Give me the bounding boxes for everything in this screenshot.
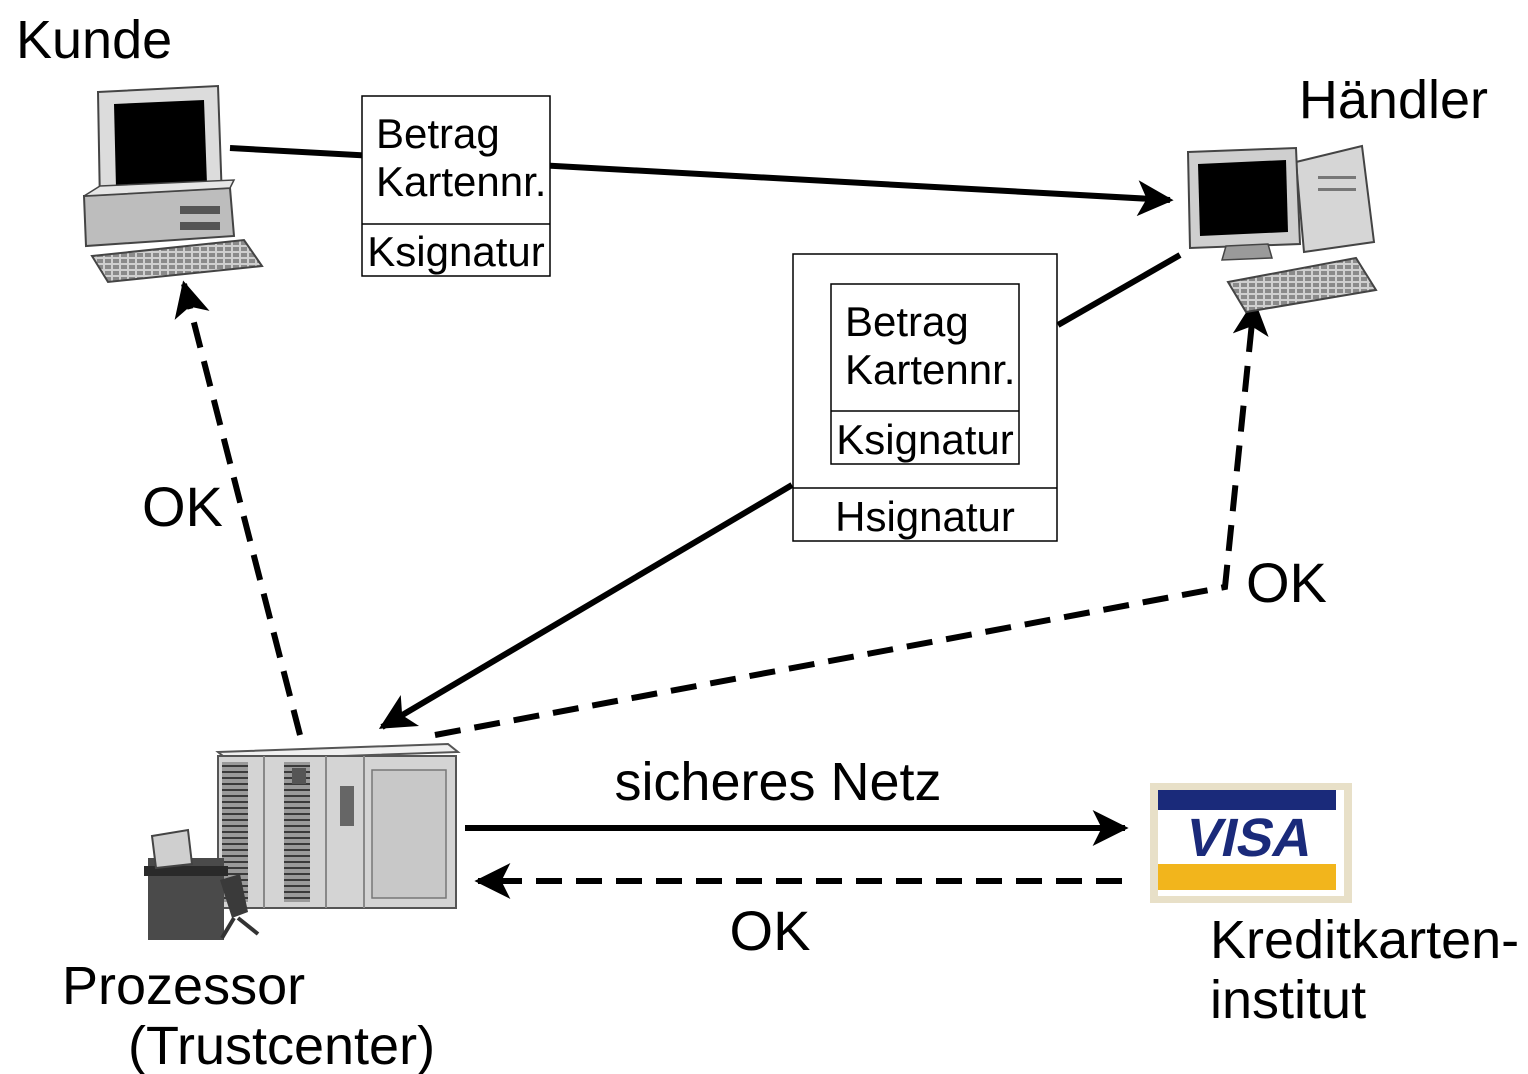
merchant-to-box-line <box>1056 252 1182 328</box>
visa-card-icon: VISA <box>1150 783 1352 903</box>
customer-label: Kunde <box>16 10 172 70</box>
merchant-computer-icon <box>1186 144 1378 314</box>
merchant-msg-amount: Betrag <box>845 298 969 345</box>
customer-msg-amount: Betrag <box>376 110 500 157</box>
ok-label-institute: OK <box>730 899 811 962</box>
customer-message-box: Betrag Kartennr. Ksignatur <box>361 95 551 277</box>
customer-msg-signature: Ksignatur <box>367 228 544 275</box>
merchant-label: Händler <box>1299 70 1488 130</box>
mainframe-icon <box>144 742 461 940</box>
box-to-processor-arrow <box>378 482 794 730</box>
secure-network-label: sicheres Netz <box>614 752 941 812</box>
merchant-msg-merchant-signature: Hsignatur <box>835 493 1015 540</box>
visa-blue-band <box>1158 790 1336 810</box>
merchant-msg-card-number: Kartennr. <box>845 346 1015 393</box>
customer-computer-icon <box>82 84 264 284</box>
visa-gold-band <box>1158 864 1336 890</box>
institute-label-line1: Kreditkarten- <box>1210 910 1519 970</box>
processor-label-line2: (Trustcenter) <box>128 1016 435 1074</box>
institute-label-line2: institut <box>1210 970 1366 1030</box>
node-labels: Kunde Händler Prozessor (Trustcenter) Kr… <box>16 10 1519 1074</box>
visa-logo-text: VISA <box>1181 808 1320 868</box>
ok-labels: OK OK OK <box>142 475 1327 962</box>
ok-label-customer: OK <box>142 475 223 538</box>
processor-to-merchant-ok-arrow <box>434 299 1269 738</box>
processor-label-line1: Prozessor <box>62 956 305 1016</box>
merchant-message-box: Betrag Kartennr. Ksignatur Hsignatur <box>792 253 1058 542</box>
merchant-msg-customer-signature: Ksignatur <box>836 416 1013 463</box>
ok-label-merchant: OK <box>1246 551 1327 614</box>
customer-msg-card-number: Kartennr. <box>376 158 546 205</box>
